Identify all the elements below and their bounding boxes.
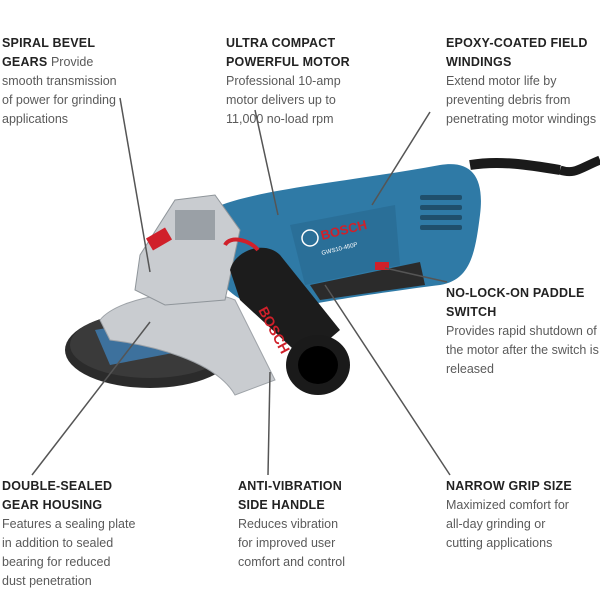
bosch-logo-icon <box>301 229 319 247</box>
callout-desc: Professional 10-amp <box>226 74 341 88</box>
callout-desc: released <box>446 362 494 376</box>
leader-spiral-bevel <box>119 97 151 273</box>
callout-desc: in addition to sealed <box>2 536 114 550</box>
callout-title: NO-LOCK-ON PADDLE <box>446 286 585 300</box>
callout-desc: dust penetration <box>2 574 92 588</box>
brand-plate <box>290 205 400 285</box>
callout-desc: Reduces vibration <box>238 517 339 531</box>
leader-housing <box>31 321 151 476</box>
callout-title: SPIRAL BEVEL <box>2 36 96 50</box>
callout-desc: for improved user <box>238 536 336 550</box>
leader-windings <box>371 111 431 206</box>
callout-desc: penetrating motor windings <box>446 112 597 126</box>
callout-field-windings: EPOXY-COATED FIELD WINDINGS Extend motor… <box>446 34 600 129</box>
callout-desc: smooth transmission <box>2 74 117 88</box>
paddle-switch <box>310 262 425 300</box>
callout-desc: of power for grinding <box>2 93 116 107</box>
callout-desc: Provide <box>50 55 94 69</box>
wheel-guard <box>99 292 276 396</box>
callout-desc: applications <box>2 112 69 126</box>
callout-title: SIDE HANDLE <box>238 498 325 512</box>
callout-desc: bearing for reduced <box>2 555 111 569</box>
callout-title: ANTI-VIBRATION <box>238 479 342 493</box>
spindle-lock-button <box>145 227 173 251</box>
callout-desc: Features a sealing plate <box>2 517 136 531</box>
callout-side-handle: ANTI-VIBRATION SIDE HANDLE Reduces vibra… <box>238 477 388 572</box>
callout-title: DOUBLE-SEALED <box>2 479 113 493</box>
callout-gear-housing: DOUBLE-SEALED GEAR HOUSING Features a se… <box>2 477 152 591</box>
callout-desc: 11,000 no-load rpm <box>226 112 334 126</box>
callout-desc: preventing debris from <box>446 93 571 107</box>
leader-lines <box>31 97 451 476</box>
callout-desc: all-day grinding or <box>446 517 546 531</box>
callout-desc: cutting applications <box>446 536 553 550</box>
leader-motor <box>254 109 279 216</box>
leader-paddle <box>384 267 448 283</box>
callout-narrow-grip: NARROW GRIP SIZE Maximized comfort for a… <box>446 477 596 553</box>
callout-paddle-switch: NO-LOCK-ON PADDLE SWITCH Provides rapid … <box>446 284 600 379</box>
callout-title: SWITCH <box>446 305 497 319</box>
callout-title: GEAR HOUSING <box>2 498 103 512</box>
callout-desc: Provides rapid shutdown of <box>446 324 597 338</box>
callout-desc: the motor after the switch is <box>446 343 599 357</box>
air-vents <box>420 195 462 230</box>
power-cord <box>558 155 600 177</box>
callout-title: ULTRA COMPACT <box>226 36 336 50</box>
callout-desc: motor delivers up to <box>226 93 336 107</box>
callout-title: POWERFUL MOTOR <box>226 55 350 69</box>
callout-title: NARROW GRIP SIZE <box>446 479 572 493</box>
callout-desc: Extend motor life by <box>446 74 557 88</box>
leader-handle <box>267 371 271 476</box>
side-handle <box>230 247 340 360</box>
callout-spiral-bevel-gears: SPIRAL BEVEL GEARS Provide smooth transm… <box>2 34 142 129</box>
leader-grip <box>324 284 451 476</box>
callout-title: GEARS <box>2 55 48 69</box>
callout-title: EPOXY-COATED FIELD <box>446 36 588 50</box>
callout-motor: ULTRA COMPACT POWERFUL MOTOR Professiona… <box>226 34 386 129</box>
callout-desc: comfort and control <box>238 555 345 569</box>
callout-desc: Maximized comfort for <box>446 498 569 512</box>
callout-title: WINDINGS <box>446 55 512 69</box>
